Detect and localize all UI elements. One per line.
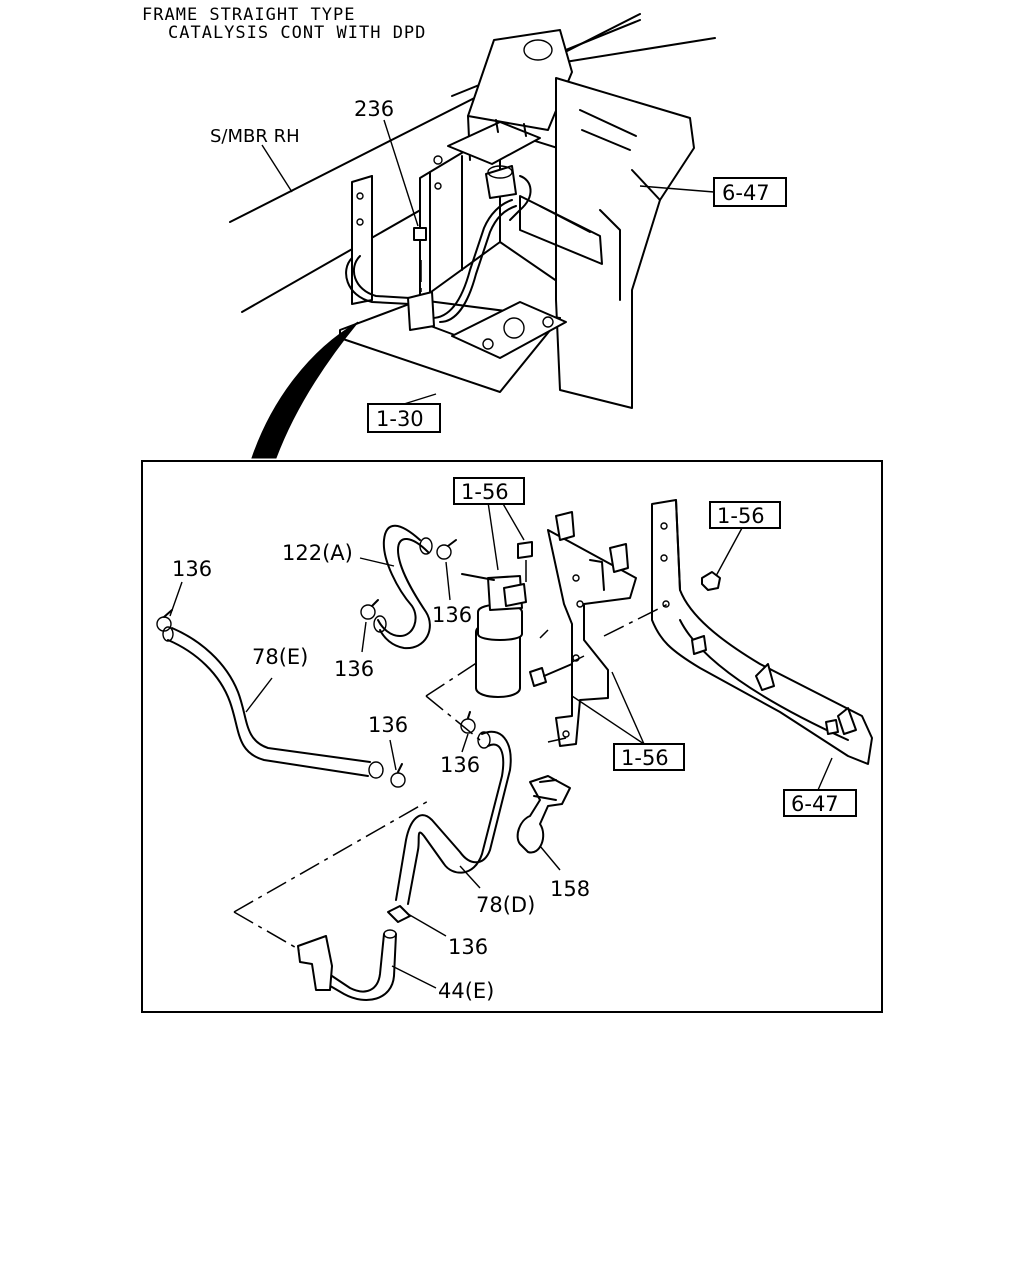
label-part-136-e: 136 — [440, 753, 480, 777]
detail-frame — [141, 460, 883, 1013]
label-part-136-d: 136 — [368, 713, 408, 737]
ref-1-56-top-label: 1-56 — [461, 480, 509, 504]
clamp-icon — [360, 599, 379, 620]
label-part-158: 158 — [550, 877, 590, 901]
clamp-icon — [460, 711, 476, 734]
label-part-122a: 122(A) — [282, 541, 353, 565]
label-part-136-b: 136 — [432, 603, 472, 627]
ref-6-47-detail-label: 6-47 — [791, 792, 839, 816]
clamp-icon — [436, 539, 457, 560]
label-part-136-f: 136 — [448, 935, 488, 959]
clamp-icon — [156, 609, 173, 632]
ref-1-56-bottom-label: 1-56 — [621, 746, 669, 770]
ref-1-30-label: 1-30 — [376, 407, 424, 431]
label-part-236: 236 — [354, 97, 394, 121]
ref-box-1-56-right: 1-56 — [709, 501, 781, 529]
clamp-icon — [387, 905, 411, 923]
label-part-136-c: 136 — [334, 657, 374, 681]
ref-1-56-right-label: 1-56 — [717, 504, 765, 528]
ref-box-1-56-bottom: 1-56 — [613, 743, 685, 771]
ref-box-6-47-detail: 6-47 — [783, 789, 857, 817]
detail-illustration — [156, 499, 873, 1001]
clamp-icon — [390, 763, 406, 788]
ref-box-6-47-upper: 6-47 — [639, 177, 787, 207]
diagram-title: FRAME STRAIGHT TYPE — [142, 5, 355, 25]
label-frame-member: S/MBR RH — [210, 126, 300, 147]
label-part-78d: 78(D) — [476, 893, 535, 917]
label-part-78e: 78(E) — [252, 645, 308, 669]
label-part-44e: 44(E) — [438, 979, 494, 1003]
ref-box-1-56-top: 1-56 — [453, 477, 525, 505]
ref-box-1-30: 1-30 — [367, 393, 441, 433]
overview-illustration — [229, 13, 716, 459]
ref-6-47-upper-label: 6-47 — [722, 181, 770, 205]
diagram-subtitle: CATALYSIS CONT WITH DPD — [168, 23, 426, 43]
label-part-136-a: 136 — [172, 557, 212, 581]
